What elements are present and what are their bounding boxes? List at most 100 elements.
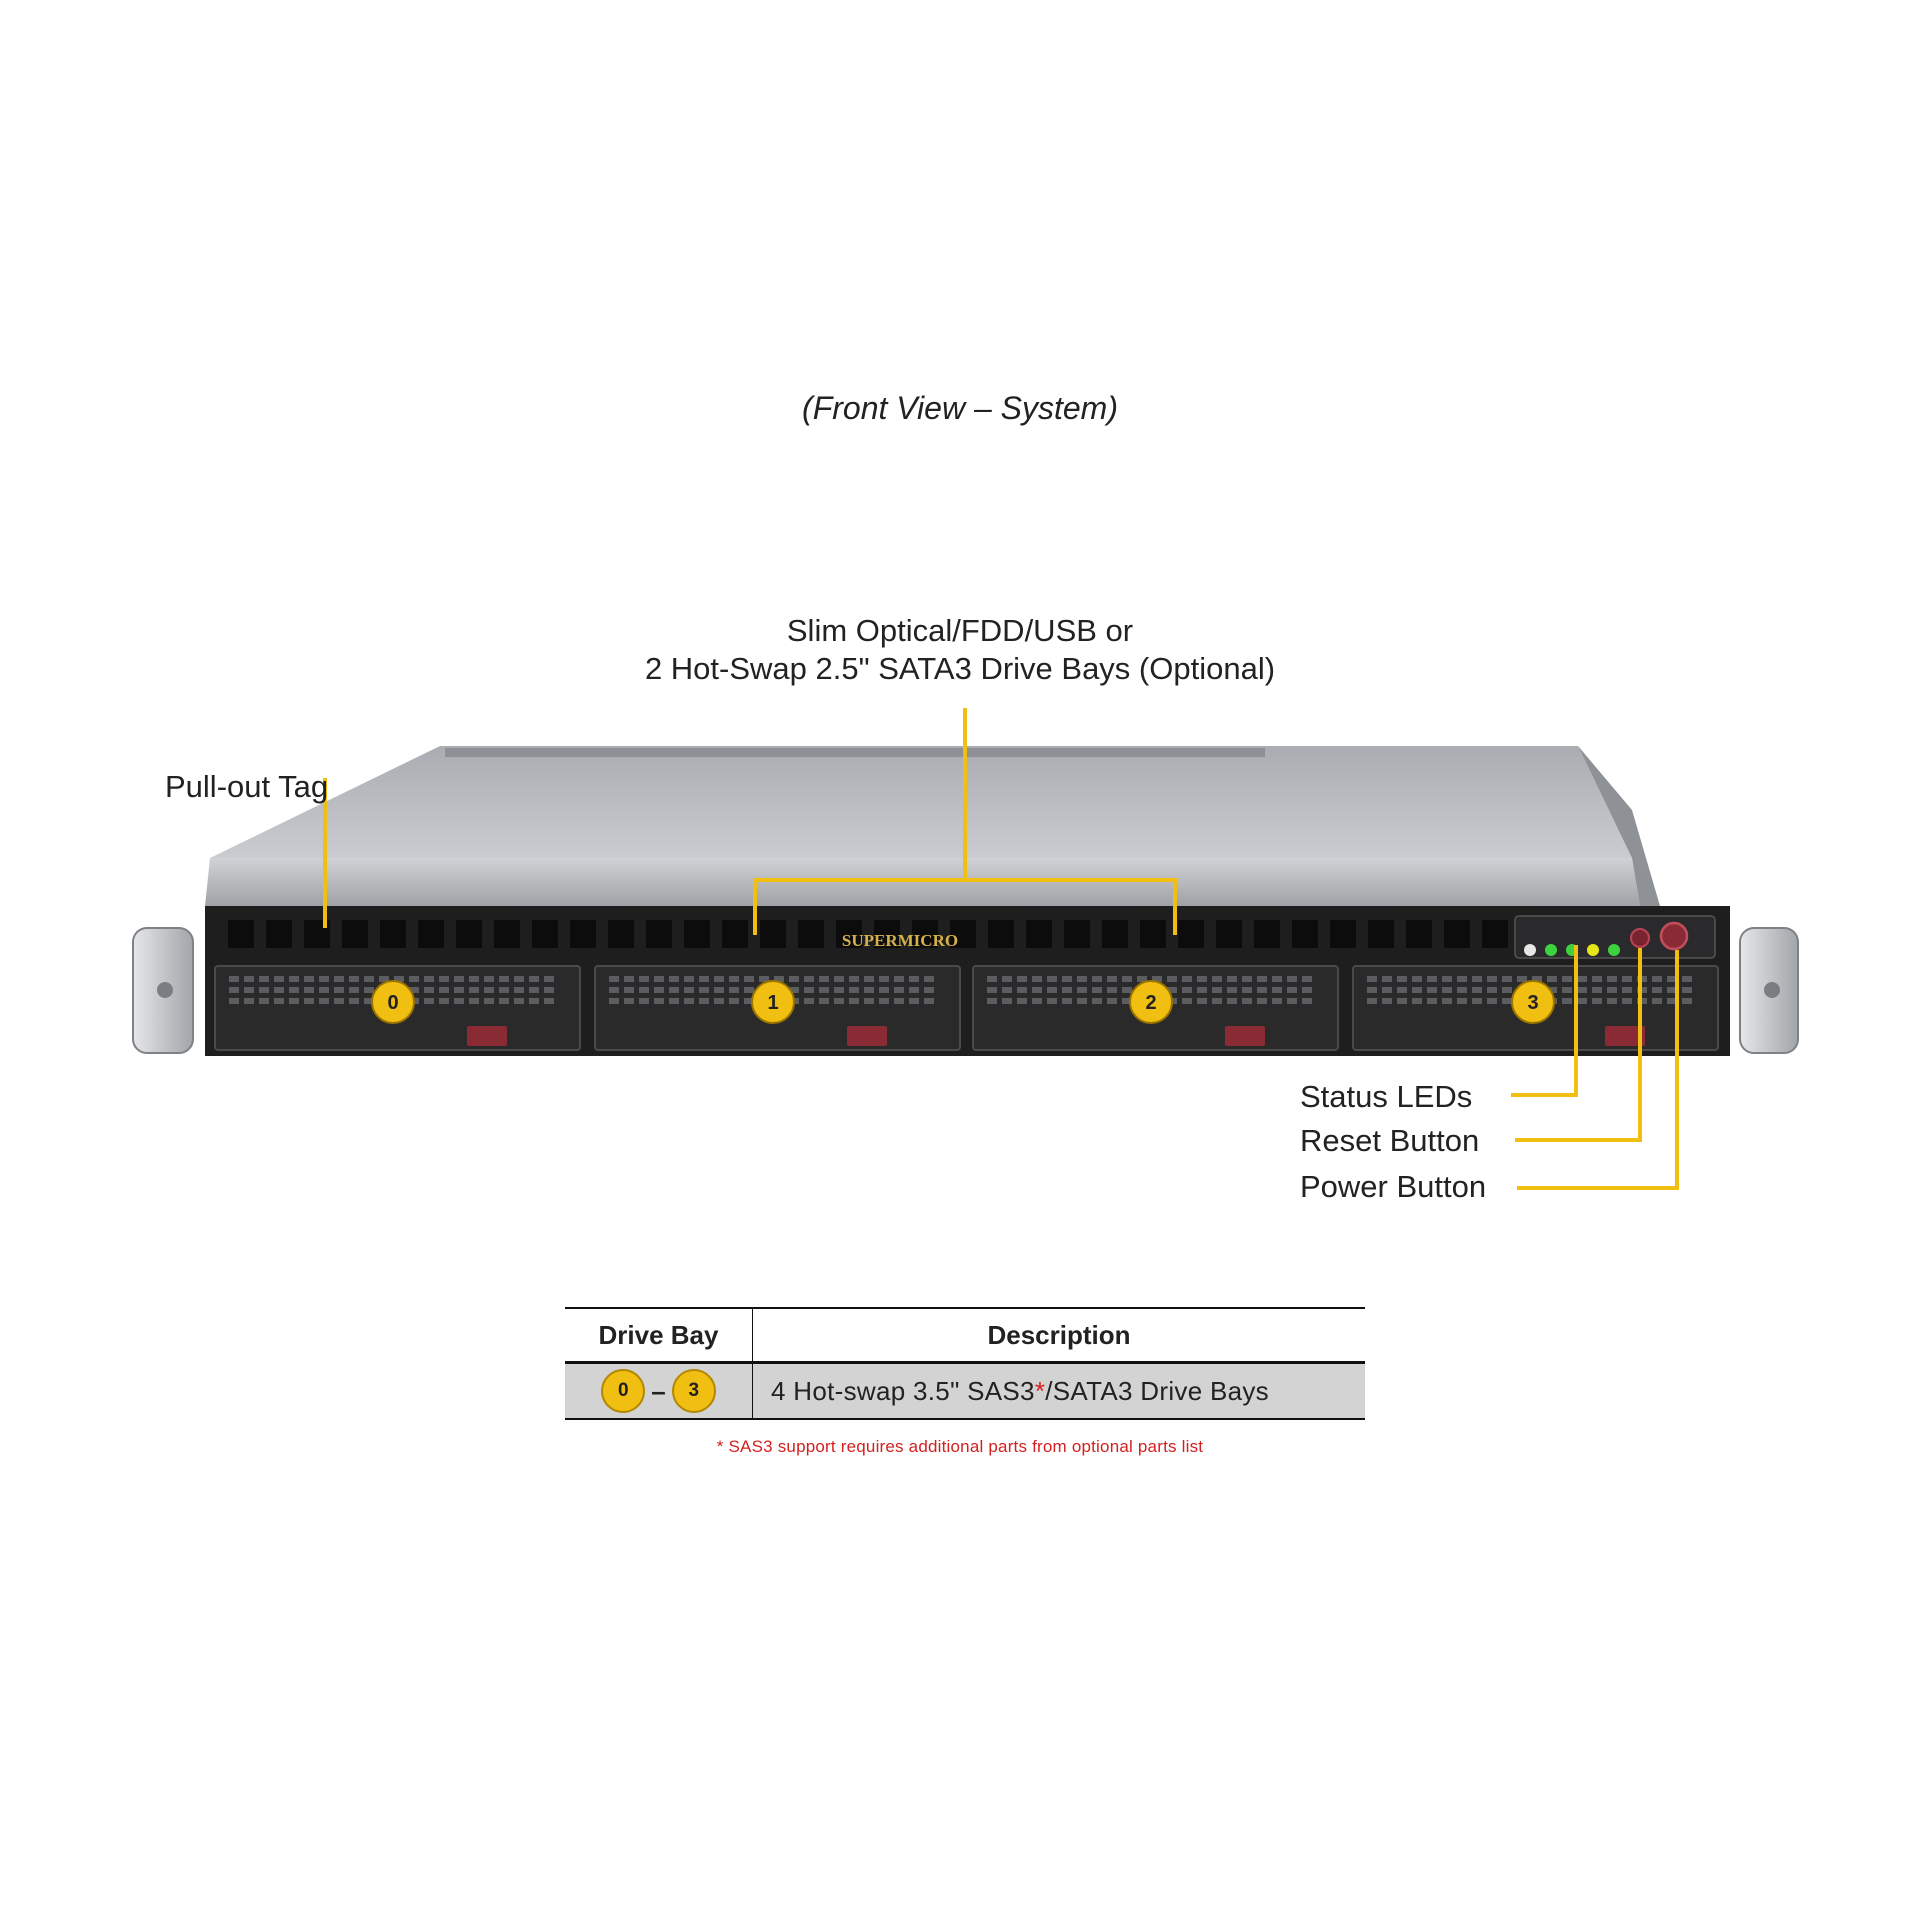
tray-grille-hole: [714, 976, 724, 982]
tray-grille-hole: [879, 976, 889, 982]
tray-grille-hole: [729, 976, 739, 982]
tray-grille-hole: [729, 998, 739, 1004]
tray-grille-hole: [544, 987, 554, 993]
description-asterisk: *: [1034, 1375, 1046, 1406]
tray-grille-hole: [1257, 987, 1267, 993]
tray-latch: [467, 1026, 507, 1046]
tray-grille-hole: [259, 976, 269, 982]
tray-grille-hole: [1032, 976, 1042, 982]
tray-grille-hole: [1302, 976, 1312, 982]
vent-slot: [874, 920, 900, 948]
chassis-side: [1578, 746, 1660, 906]
tray-grille-hole: [304, 998, 314, 1004]
vent-slot: [1330, 920, 1356, 948]
tray-grille-hole: [849, 998, 859, 1004]
tray-grille-hole: [1577, 987, 1587, 993]
tray-grille-hole: [364, 976, 374, 982]
tray-grille-hole: [1532, 976, 1542, 982]
tray-grille-hole: [1652, 976, 1662, 982]
vent-slot: [684, 920, 710, 948]
tray-grille-hole: [1212, 998, 1222, 1004]
vent-slot: [1178, 920, 1204, 948]
front-panel-vents: [228, 920, 1508, 948]
tray-grille-hole: [1227, 998, 1237, 1004]
drive-bay-1: 1: [594, 965, 961, 1051]
tray-grille-hole: [334, 998, 344, 1004]
tray-grille-hole: [1382, 987, 1392, 993]
tray-grille-hole: [1427, 976, 1437, 982]
callout-lines: [323, 708, 1679, 1190]
tray-latch: [847, 1026, 887, 1046]
tray-grille-hole: [1077, 987, 1087, 993]
vent-slot: [570, 920, 596, 948]
tray-grille-hole: [454, 976, 464, 982]
footnote: * SAS3 support requires additional parts…: [716, 1437, 1204, 1456]
power-button-callout-line: [1517, 950, 1679, 1190]
tray-grille-hole: [514, 998, 524, 1004]
vent-slot: [1102, 920, 1128, 948]
tray-grille-hole: [1382, 976, 1392, 982]
tray-grille-hole: [229, 998, 239, 1004]
reset-button-callout-line: [1515, 948, 1642, 1142]
tray-grille-hole: [1442, 987, 1452, 993]
tray-grille-hole: [1287, 987, 1297, 993]
tray-grille-hole: [409, 976, 419, 982]
tray-grille-hole: [1047, 976, 1057, 982]
tray-grille-hole: [1472, 987, 1482, 993]
vent-slot: [760, 920, 786, 948]
tray-grille-hole: [1122, 998, 1132, 1004]
top-vent-strip: [445, 748, 1265, 757]
tray-grille-hole: [834, 987, 844, 993]
tray-grille-hole: [1017, 998, 1027, 1004]
tray-grille-hole: [789, 976, 799, 982]
tray-grille-hole: [744, 987, 754, 993]
tray-grille-hole: [639, 987, 649, 993]
tray-grille-hole: [1622, 998, 1632, 1004]
tray-grille-hole: [394, 976, 404, 982]
tray-grille-hole: [1167, 976, 1177, 982]
tray-grille-hole: [1092, 987, 1102, 993]
tray-grille-hole: [1227, 987, 1237, 993]
optical-bay-label-line1: Slim Optical/FDD/USB or: [786, 613, 1134, 648]
vent-slot: [1254, 920, 1280, 948]
tray-grille-hole: [639, 998, 649, 1004]
tray-grille-hole: [1182, 998, 1192, 1004]
tray-grille-hole: [1517, 976, 1527, 982]
tray-grille-hole: [894, 987, 904, 993]
tray-grille-hole: [987, 987, 997, 993]
tray-grille-hole: [849, 987, 859, 993]
description-text-part2: /SATA3 Drive Bays: [1045, 1375, 1269, 1406]
tray-grille-hole: [1002, 998, 1012, 1004]
tray-grille-hole: [1412, 998, 1422, 1004]
tray-grille-hole: [804, 998, 814, 1004]
tray-grille-hole: [364, 998, 374, 1004]
tray-grille-hole: [609, 976, 619, 982]
tray-grille-hole: [1427, 998, 1437, 1004]
drive-bay-table: Drive Bay Description 0–3 4 Hot-swap 3.5…: [565, 1307, 1365, 1420]
tray-grille-hole: [909, 987, 919, 993]
tray-grille-hole: [987, 998, 997, 1004]
tray-grille-hole: [304, 976, 314, 982]
drive-bay-3: 3: [1352, 965, 1719, 1051]
tray-grille-hole: [484, 976, 494, 982]
tray-grille-hole: [1062, 998, 1072, 1004]
tray-grille-hole: [1017, 987, 1027, 993]
tray-grille-hole: [469, 998, 479, 1004]
vent-slot: [950, 920, 976, 948]
tray-grille-hole: [1092, 976, 1102, 982]
tray-grille-hole: [349, 987, 359, 993]
tray-grille-hole: [229, 987, 239, 993]
header-drive-bay: Drive Bay: [565, 1307, 753, 1364]
drive-bay-number: 3: [1527, 992, 1538, 1014]
tray-grille-hole: [1367, 987, 1377, 993]
tray-grille-hole: [1682, 998, 1692, 1004]
tray-grille-hole: [699, 976, 709, 982]
tray-grille-hole: [334, 987, 344, 993]
tray-grille-hole: [484, 998, 494, 1004]
status-led: [1524, 944, 1536, 956]
tray-grille-hole: [1487, 998, 1497, 1004]
tray-grille-hole: [864, 998, 874, 1004]
vent-slot: [1444, 920, 1470, 948]
tray-grille-hole: [1367, 976, 1377, 982]
tray-grille-hole: [529, 998, 539, 1004]
